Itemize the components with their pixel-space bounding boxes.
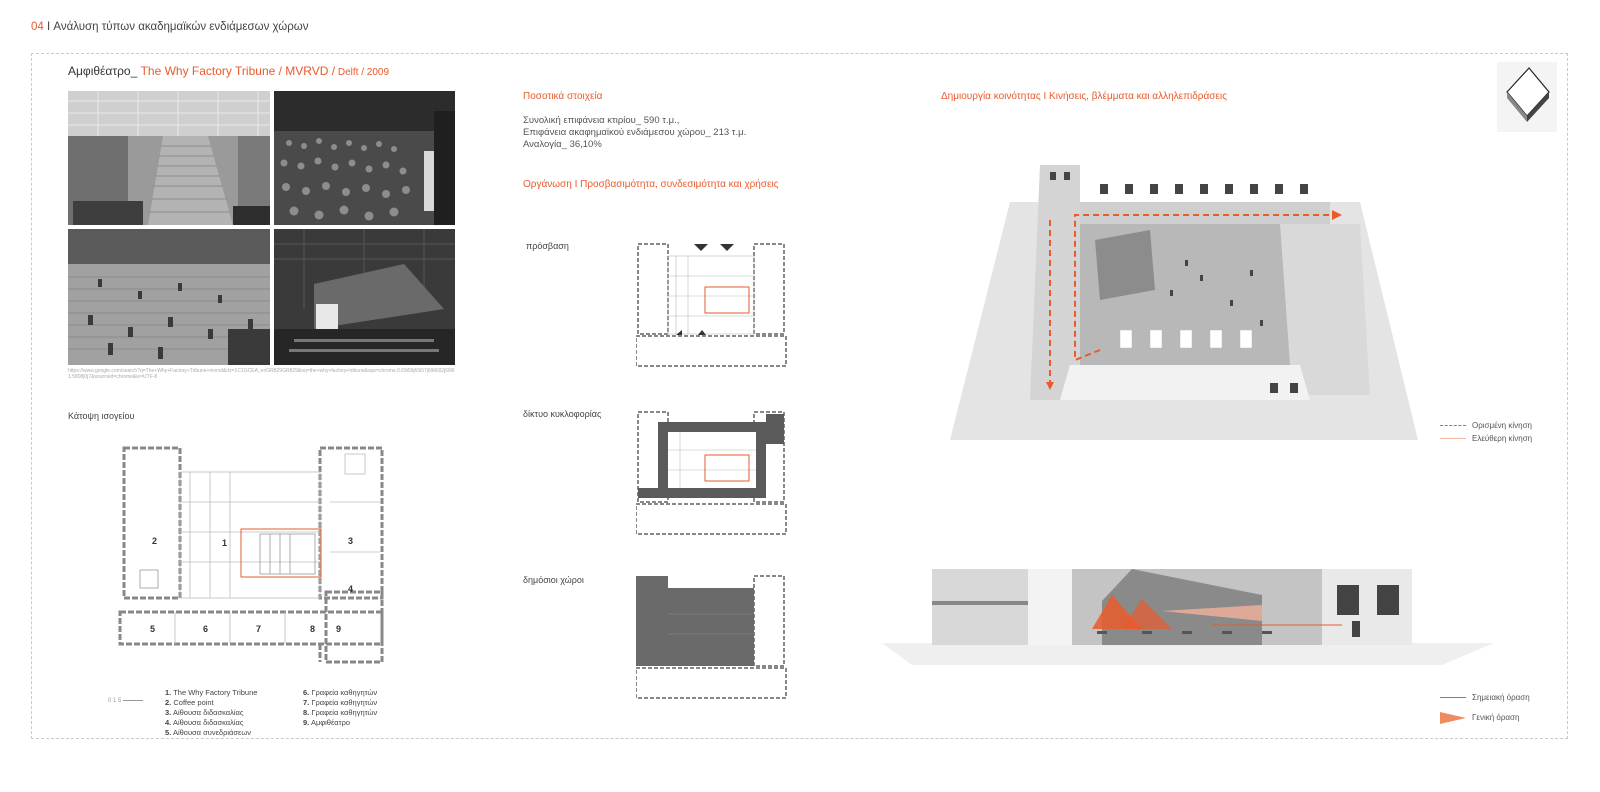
room-number-2: 2 [152,536,157,546]
community-title: Δημιουργία κοινότητας I Κινήσεις, βλέμμα… [941,91,1227,102]
project-prefix: Αμφιθέατρο_ [68,64,141,78]
diagram-label-public: δημόσιοι χώροι [523,575,584,585]
page-header: 04 I Ανάλυση τύπων ακαδημαϊκών ενδιάμεσω… [31,21,309,33]
diagram-label-access: πρόσβαση [526,241,569,251]
stat-line: Αναλογία_ 36,10% [523,139,602,150]
view-legend-general: Γενική όραση [1440,712,1519,724]
legend-item: 7. Γραφεία καθηγητών [303,698,378,707]
scale-bar: 0 1 5 [108,698,144,704]
board-frame [31,53,1568,739]
legend-item: 3. Αίθουσα διδασκαλίας [165,708,244,717]
photo-tribune-audience [274,91,455,225]
legend-item: 2. Coffee point [165,698,214,707]
legend-item: 8. Γραφεία καθηγητών [303,708,378,717]
orientation-icon [1497,62,1557,137]
line-icon [1440,697,1466,699]
ground-floor-plan: 1 2 3 4 5 6 7 8 9 [110,442,400,687]
diagram-circulation [635,410,788,549]
photo-tribune-hall [274,229,455,365]
legend-item: 4. Αίθουσα διδασκαλίας [165,718,244,727]
diagram-label-circulation: δίκτυο κυκλοφορίας [523,409,602,419]
view-legend-point: Σημειακή όραση [1440,693,1530,702]
room-number-6: 6 [203,624,208,634]
legend-item: 1. The Why Factory Tribune [165,688,258,697]
room-number-1: 1 [222,538,227,548]
section-number: 04 [31,21,44,33]
room-number-5: 5 [150,624,155,634]
scale-bar-line [123,699,144,701]
movement-legend-free: Ελεύθερη κίνηση [1440,434,1532,443]
quantitative-stats: Συνολική επιφάνεια κτιρίου_ 590 τ.μ., Επ… [523,115,746,151]
dashed-line-icon [1440,425,1466,427]
plan-legend-col1: 1. The Why Factory Tribune 2. Coffee poi… [165,688,257,738]
section-title: I Ανάλυση τύπων ακαδημαϊκών ενδιάμεσων χ… [43,21,309,33]
stat-line: Επιφάνεια ακαφημαϊκού ενδιάμεσου χώρου_ … [523,127,747,138]
project-title: Αμφιθέατρο_ The Why Factory Tribune / MV… [68,64,389,78]
ground-plan-title: Κάτοψη ισογείου [68,411,135,421]
stat-line: Συνολική επιφάνεια κτιρίου_ 590 τ.μ., [523,115,680,126]
section-perspective [882,565,1494,675]
organization-title: Οργάνωση I Προσβασιμότητα, συνδεσιμότητα… [523,179,779,190]
photo-tribune-stairs [68,91,270,225]
quantitative-title: Ποσοτικά στοιχεία [523,91,603,102]
project-place-year: Delft / 2009 [335,67,390,78]
photo-tribune-students [68,229,270,365]
room-number-7: 7 [256,624,261,634]
room-number-9: 9 [336,624,341,634]
plan-legend-col2: 6. Γραφεία καθηγητών 7. Γραφεία καθηγητώ… [303,688,377,728]
project-name: The Why Factory Tribune / MVRVD / [140,64,336,78]
axonometric-model [950,160,1420,455]
photos-source-link[interactable]: https://www.google.com/search?q=The+Why+… [68,368,455,380]
legend-item: 9. Αμφιθέατρο [303,718,351,727]
room-number-8: 8 [310,624,315,634]
diagram-public-spaces [635,574,788,713]
room-number-3: 3 [348,536,353,546]
legend-item: 6. Γραφεία καθηγητών [303,688,378,697]
diagram-access [635,242,788,381]
movement-legend-defined: Ορισμένη κίνηση [1440,421,1532,430]
room-number-4: 4 [348,584,353,594]
cone-icon [1440,712,1466,724]
legend-item: 5. Αίθουσα συνεδριάσεων [165,728,251,737]
scale-bar-text: 0 1 5 [108,698,122,704]
solid-line-icon [1440,438,1466,440]
